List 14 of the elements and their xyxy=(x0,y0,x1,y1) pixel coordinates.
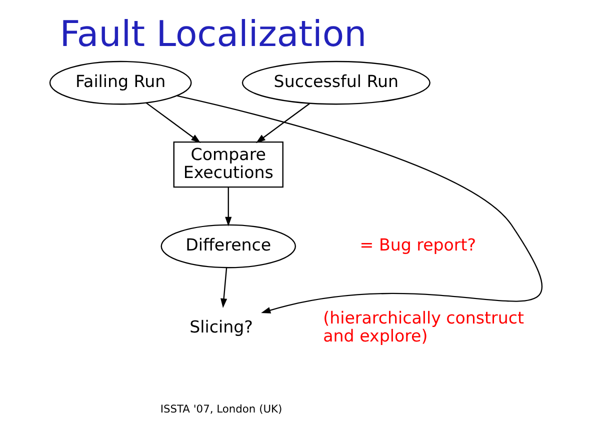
node-box: Compare Executions xyxy=(172,141,283,188)
label: = Bug report? xyxy=(359,236,476,255)
node-ellipse: Failing Run xyxy=(48,60,192,105)
arrow xyxy=(145,102,200,143)
label: (hierarchically construct and explore) xyxy=(322,308,524,346)
arrow xyxy=(176,95,542,314)
node-text: Slicing? xyxy=(189,317,252,336)
arrow xyxy=(220,268,227,308)
node-ellipse: Difference xyxy=(160,224,296,268)
label: ISSTA '07, London (UK) xyxy=(160,402,282,416)
arrow xyxy=(224,187,232,226)
node-ellipse: Successful Run xyxy=(241,60,430,105)
diagram-title: Fault Localization xyxy=(59,14,366,56)
arrow xyxy=(255,103,310,144)
